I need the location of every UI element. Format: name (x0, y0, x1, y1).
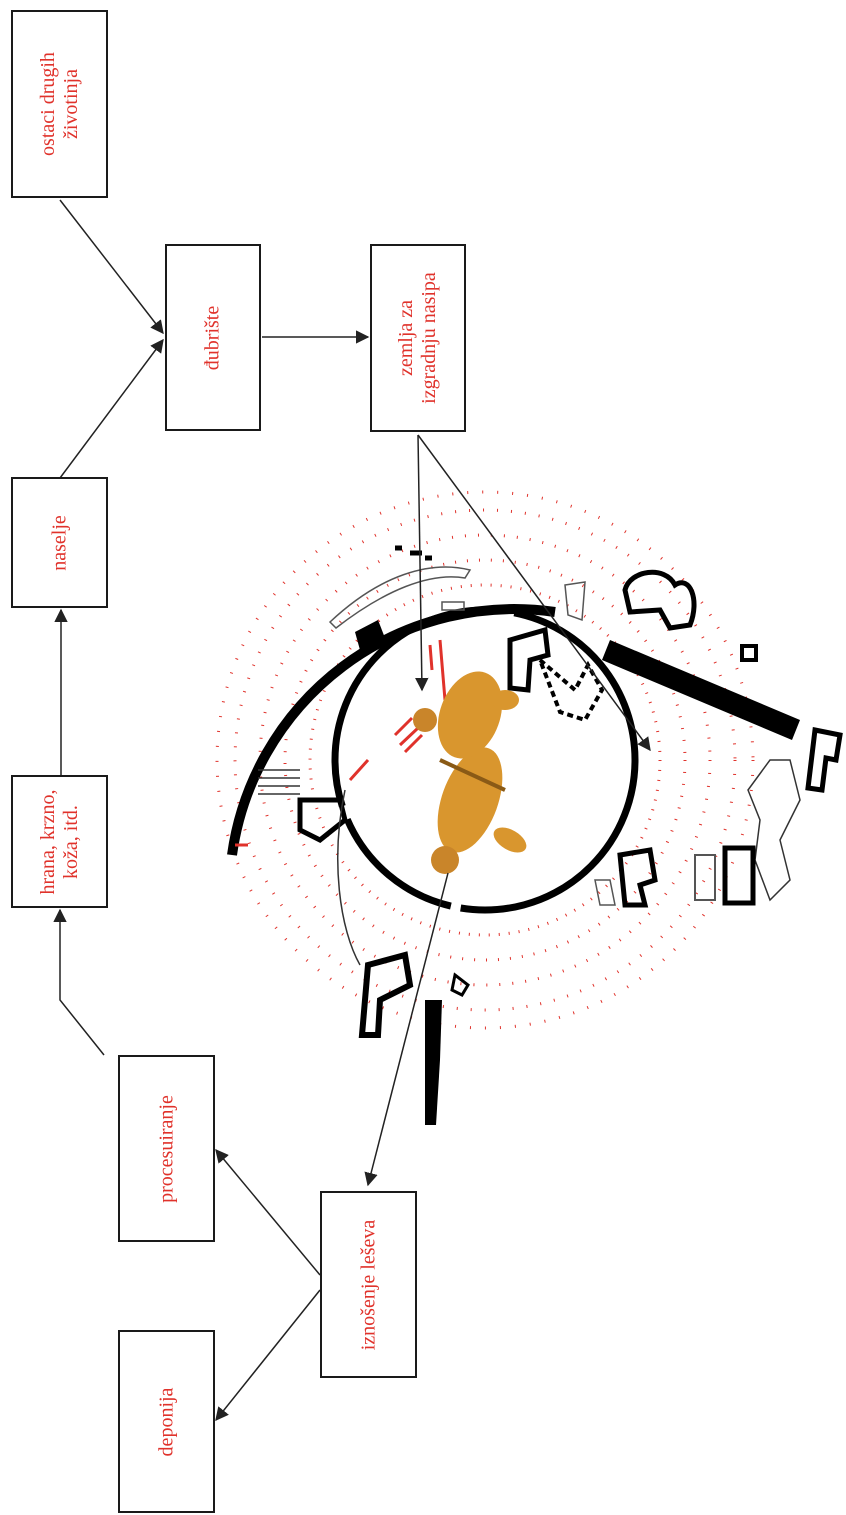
node-label: iznošenje leševa (357, 1219, 380, 1350)
arrow-iznosenje-to-procesuiranje (215, 1148, 321, 1276)
node-hrana-krzno-koza: hrana, krzno, koža, itd. (11, 775, 108, 908)
bear-hunt-relief-icon (413, 671, 527, 874)
arrow-iznosenje-to-deponija (215, 1289, 321, 1422)
node-label: đubrište (202, 305, 225, 369)
arrow-ostaci-to-dubriste (59, 199, 164, 335)
label-line-1: procesuiranje (155, 1094, 177, 1203)
arrow-zemlja-to-embankment-east (417, 434, 651, 752)
label-line-2: izgradnju nasipa (418, 272, 440, 404)
node-iznosenje-leseva: iznošenje leševa (320, 1191, 417, 1378)
label-line-1: ostaci drugih (36, 52, 59, 156)
node-label: naselje (48, 515, 71, 571)
arrow-arena-to-iznosenje (364, 872, 449, 1187)
connector-arrows (53, 199, 651, 1422)
node-naselje: naselje (11, 477, 108, 608)
arrow-naselje-to-dubriste (59, 338, 164, 479)
node-zemlja-za-izgradnju-nasipa: zemlja za izgradnju nasipa (370, 244, 466, 432)
amphitheatre-plan-icon (227, 545, 843, 1125)
node-procesuiranje: procesuiranje (118, 1055, 215, 1242)
arrow-zemlja-to-embankment-north (415, 434, 429, 692)
node-label: deponija (155, 1387, 178, 1456)
node-label: procesuiranje (155, 1095, 178, 1203)
label-line-1: iznošenje leševa (357, 1219, 379, 1350)
label-line-2: životinja (59, 69, 82, 139)
node-label: ostaci drugih životinja (37, 52, 83, 156)
label-line-2: koža, itd. (59, 804, 82, 879)
node-label: zemlja za izgradnju nasipa (395, 272, 441, 404)
label-line-1: naselje (48, 514, 70, 571)
amphitheatre-seating-dots (215, 490, 755, 1030)
label-line-1: hrana, krzno, (36, 789, 59, 894)
label-line-1: zemlja za (395, 299, 417, 377)
node-label: hrana, krzno, koža, itd. (37, 789, 83, 894)
node-deponija: deponija (118, 1330, 215, 1513)
node-dubriste: đubrište (165, 244, 261, 431)
arrow-procesuiranje-to-hrana (53, 908, 105, 1056)
label-line-1: deponija (155, 1387, 177, 1456)
label-line-1: đubrište (201, 305, 224, 370)
node-ostaci-drugih-zivotinja: ostaci drugih životinja (11, 10, 108, 198)
